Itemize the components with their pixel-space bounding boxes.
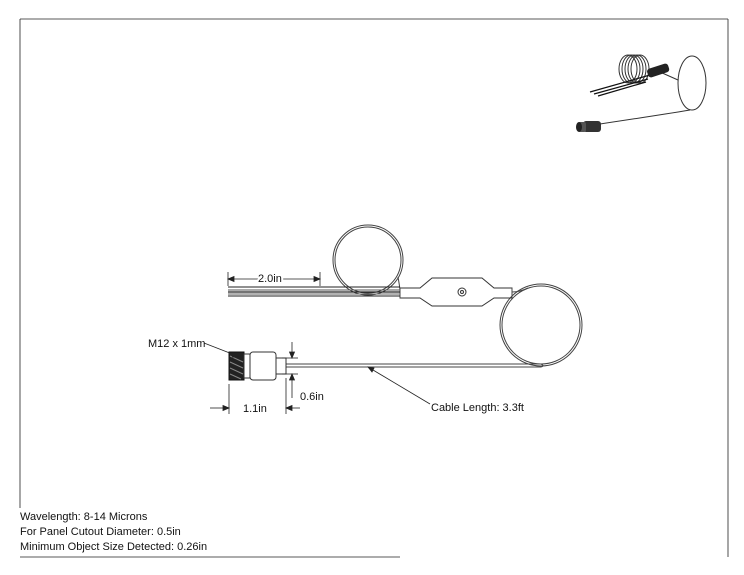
spec-wavelength: Wavelength: 8-14 Microns [20, 511, 148, 523]
cable-drawing [286, 224, 583, 368]
cable-length-label: Cable Length: 3.3ft [431, 402, 524, 414]
sheet-border [19, 18, 729, 558]
dim-lead-length-label: 2.0in [258, 273, 282, 285]
dim-head-diameter-label: 0.6in [300, 391, 324, 403]
dim-head-diameter [282, 342, 298, 398]
dim-head-length [210, 378, 300, 414]
inline-module [399, 277, 513, 307]
sensor-iso-thumbnail [576, 54, 707, 132]
spec-panel-cutout: For Panel Cutout Diameter: 0.5in [20, 526, 181, 538]
spec-min-object-size: Minimum Object Size Detected: 0.26in [20, 541, 208, 553]
wire-leads [228, 286, 400, 297]
cable-length-leader [367, 366, 431, 405]
thread-callout [203, 342, 242, 358]
dim-head-length-label: 1.1in [243, 403, 267, 415]
thread-callout-label: M12 x 1mm [148, 338, 205, 350]
spec-notes: Wavelength: 8-14 Microns For Panel Cutou… [20, 510, 207, 555]
sensor-head [228, 351, 287, 381]
dim-lead-length [226, 272, 322, 286]
